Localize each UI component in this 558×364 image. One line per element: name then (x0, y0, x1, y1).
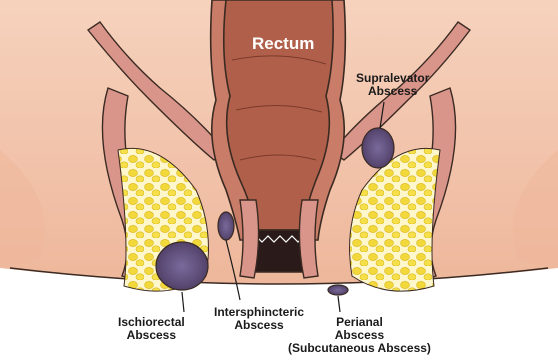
perianal-abscess (328, 285, 348, 295)
perianal-label: Perianal Abscess (Subcutaneous Abscess) (288, 316, 431, 355)
supralevator-label: Supralevator Abscess (356, 72, 429, 98)
intersphincteric-abscess (218, 212, 234, 240)
ischiorectal-label-line2: Abscess (118, 329, 185, 342)
ischiorectal-label: Ischiorectal Abscess (118, 316, 185, 342)
perianal-label-line3: (Subcutaneous Abscess) (288, 342, 431, 355)
rectum-label: Rectum (252, 34, 314, 54)
supralevator-abscess (362, 128, 394, 168)
supralevator-label-line2: Abscess (356, 85, 429, 98)
ischiorectal-abscess (156, 242, 208, 290)
